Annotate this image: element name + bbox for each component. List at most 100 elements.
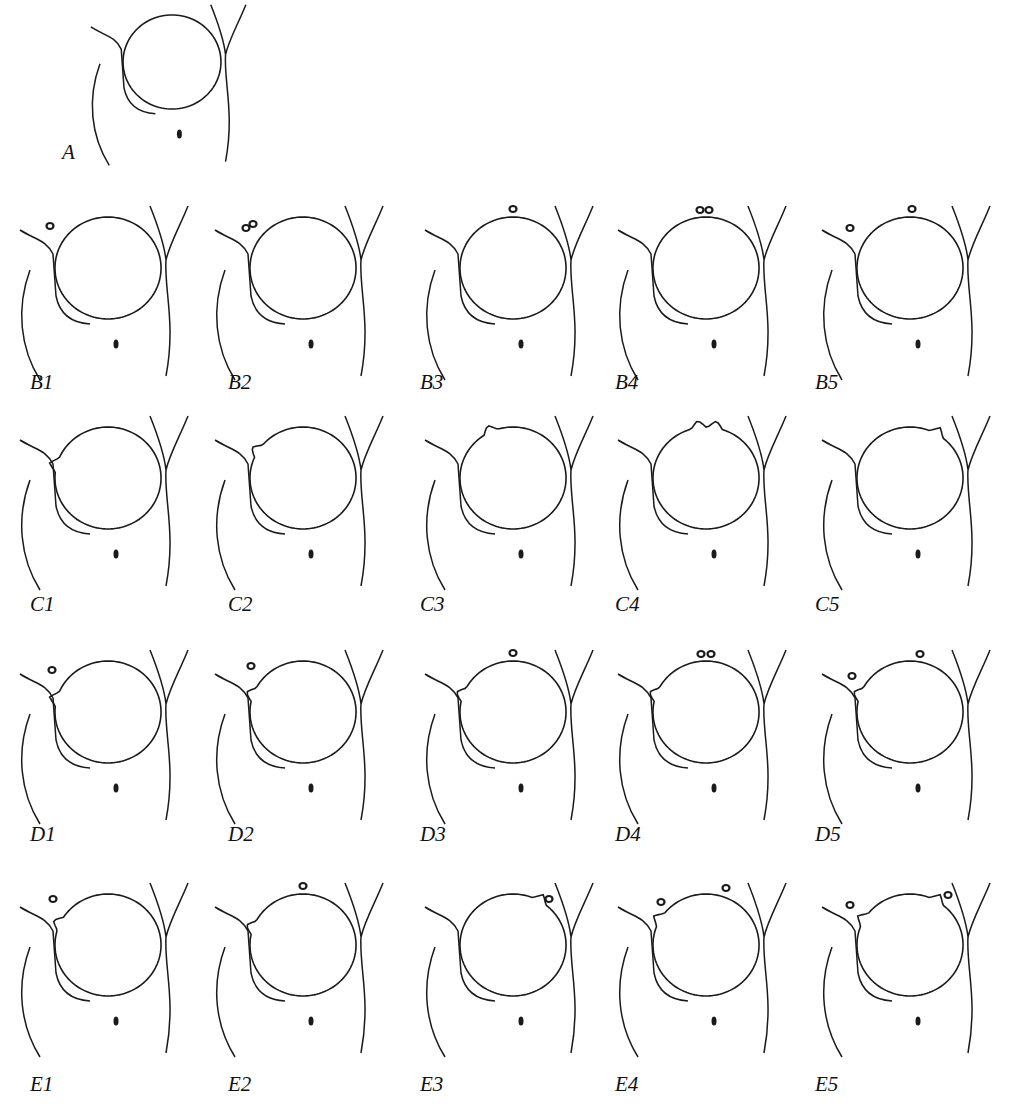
right-branch-contour [150, 206, 188, 376]
head-outline-panel [822, 883, 990, 1057]
head-outline-panel [20, 650, 188, 824]
outer-left-contour [620, 714, 638, 824]
panel-label: C2 [228, 594, 253, 615]
surface-spot [847, 902, 854, 908]
head-outline-panel [822, 650, 990, 824]
head-outline-panel [20, 883, 188, 1057]
head-circle [50, 661, 161, 763]
surface-spot [510, 650, 517, 656]
head-circle [653, 217, 759, 319]
head-outline-panel [425, 206, 593, 380]
outer-left-contour [22, 947, 40, 1057]
lower-mark [309, 340, 314, 349]
inner-left-contour [618, 907, 688, 1001]
inner-left-contour [618, 674, 688, 768]
head-outline-panel [822, 206, 990, 380]
surface-spot [510, 206, 517, 212]
surface-spot [546, 896, 553, 902]
outer-left-contour [620, 270, 638, 380]
right-branch-contour [952, 650, 990, 820]
head-circle [457, 661, 566, 763]
outer-left-contour [620, 480, 638, 590]
head-circle [857, 894, 963, 996]
panel-label: E2 [228, 1074, 251, 1095]
lower-mark [519, 1017, 524, 1026]
inner-left-contour [618, 440, 688, 534]
head-outline-panel [425, 416, 593, 590]
right-branch-contour [748, 416, 786, 586]
head-circle [460, 426, 566, 529]
surface-spot [300, 883, 307, 889]
head-circle [54, 894, 161, 996]
lower-mark [712, 784, 717, 793]
right-branch-contour [555, 883, 593, 1053]
right-branch-contour [555, 206, 593, 376]
right-branch-contour [150, 883, 188, 1053]
outer-left-contour [217, 947, 235, 1057]
inner-left-contour [20, 674, 90, 768]
lower-mark [177, 130, 182, 139]
panel-label: B5 [815, 372, 838, 393]
surface-spot [847, 225, 854, 231]
head-circle [250, 217, 356, 319]
lower-mark [916, 550, 921, 559]
inner-left-contour [822, 907, 892, 1001]
panel-label: D3 [420, 824, 446, 845]
surface-spot [49, 667, 56, 673]
head-circle [55, 217, 161, 319]
surface-spot [706, 207, 713, 213]
right-branch-contour [952, 416, 990, 586]
surface-spot [909, 206, 916, 212]
inner-left-contour [20, 230, 90, 324]
surface-spot [723, 885, 730, 891]
inner-left-contour [425, 907, 495, 1001]
head-outline-panel [618, 416, 786, 590]
head-outline-panel [20, 206, 188, 380]
head-outline-panel [91, 5, 246, 166]
head-circle [653, 422, 759, 529]
lower-mark [712, 1017, 717, 1026]
surface-spot [250, 221, 257, 227]
panel-label: D4 [615, 824, 641, 845]
right-branch-contour [952, 206, 990, 376]
outer-left-contour [620, 947, 638, 1057]
inner-left-contour [20, 907, 90, 1001]
inner-left-contour [425, 674, 495, 768]
head-circle [460, 217, 566, 319]
lower-mark [519, 340, 524, 349]
outer-left-contour [824, 270, 842, 380]
head-outline-panel [215, 416, 383, 590]
panel-label: B1 [30, 372, 53, 393]
head-outline-panel [425, 650, 593, 824]
head-circle [247, 894, 356, 996]
lower-mark [916, 784, 921, 793]
lower-mark [114, 340, 119, 349]
right-branch-contour [952, 883, 990, 1053]
right-branch-contour [555, 650, 593, 820]
panel-label: B4 [615, 372, 638, 393]
panel-label: E4 [615, 1074, 638, 1095]
panel-label: B3 [420, 372, 443, 393]
panel-label: E5 [815, 1074, 838, 1095]
lower-mark [309, 784, 314, 793]
outer-left-contour [92, 64, 109, 166]
head-outline-panel [618, 650, 786, 824]
outer-left-contour [824, 714, 842, 824]
outer-left-contour [824, 947, 842, 1057]
surface-spot [849, 673, 856, 679]
surface-spot [945, 892, 952, 898]
panel-label: D5 [815, 824, 841, 845]
head-circle [247, 661, 356, 763]
head-circle [50, 427, 161, 529]
surface-spot [243, 225, 250, 231]
inner-left-contour [20, 440, 90, 534]
lower-mark [114, 784, 119, 793]
head-circle [854, 661, 963, 763]
lower-mark [712, 550, 717, 559]
right-branch-contour [555, 416, 593, 586]
head-outline-panel [20, 416, 188, 590]
right-branch-contour [345, 206, 383, 376]
lower-mark [114, 550, 119, 559]
panel-label: E1 [30, 1074, 53, 1095]
